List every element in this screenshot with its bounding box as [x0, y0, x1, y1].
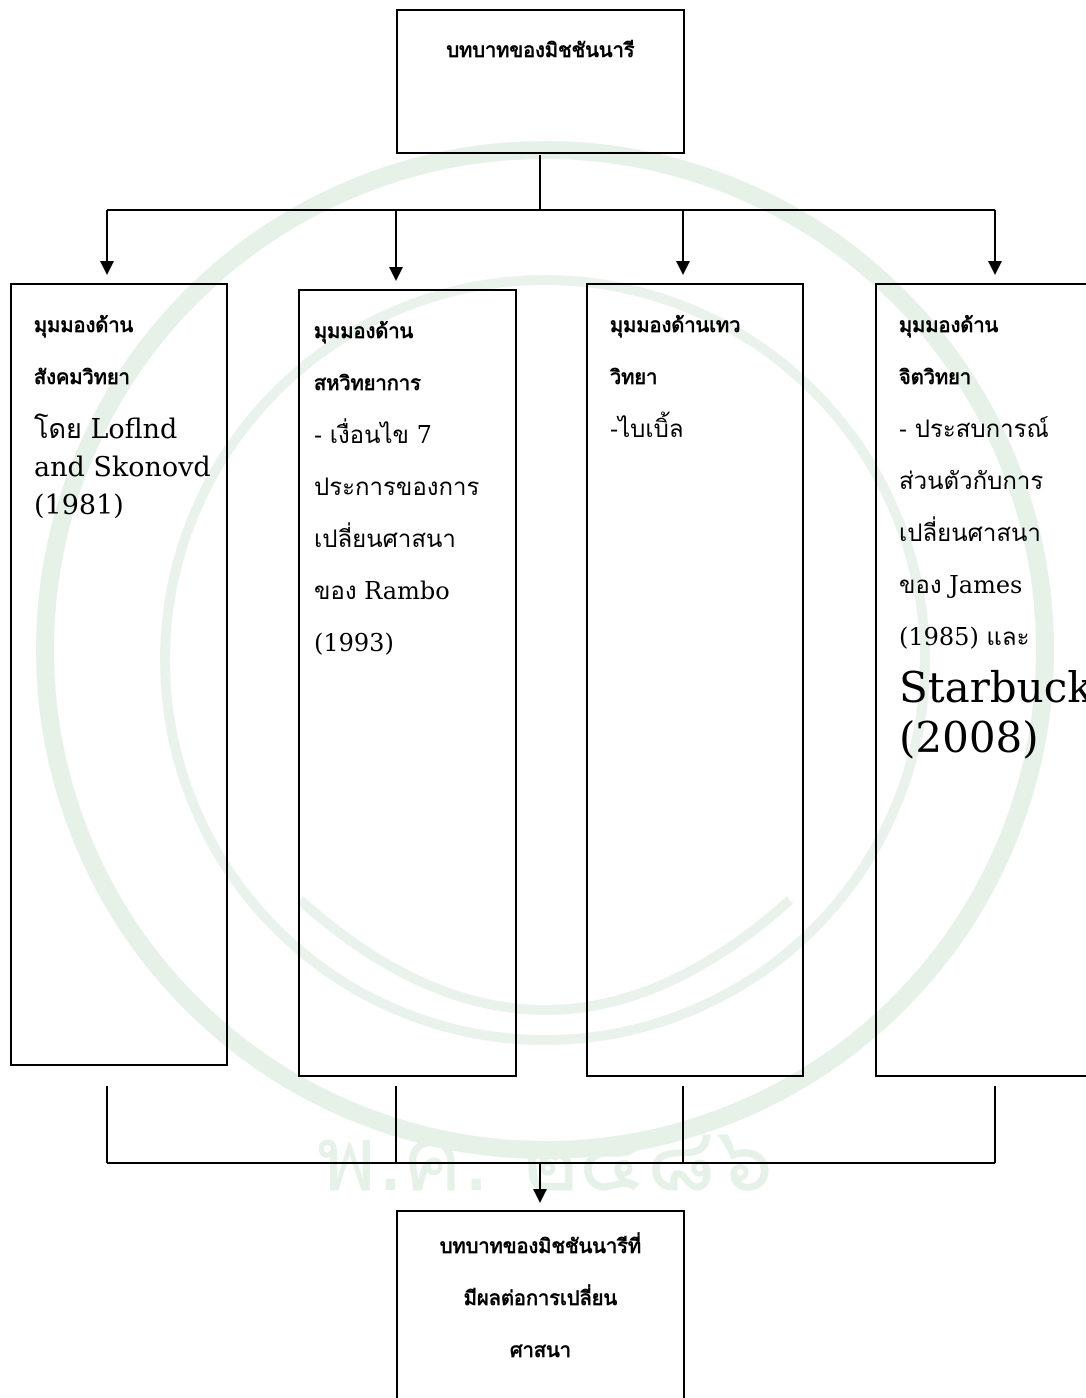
outcome-box: บทบาทของมิชชันนารีที่ มีผลต่อการเปลี่ยน … [396, 1210, 685, 1398]
interdisciplinary-body: - เงื่อนไข 7 ประการของการ เปลี่ยนศาสนา ข… [314, 421, 480, 657]
psychology-body-large: Starbuck (2008) [899, 663, 1086, 762]
outcome-title: บทบาทของมิชชันนารีที่ มีผลต่อการเปลี่ยน … [439, 1234, 642, 1362]
sociology-perspective-box: มุมมองด้าน สังคมวิทยา โดย Loflnd and Sko… [10, 283, 228, 1066]
interdisciplinary-perspective-box: มุมมองด้าน สหวิทยาการ - เงื่อนไข 7 ประกา… [298, 289, 517, 1077]
missionary-role-box: บทบาทของมิชชันนารี [396, 9, 685, 154]
psychology-heading: มุมมองด้าน จิตวิทยา [899, 313, 999, 389]
missionary-role-title: บทบาทของมิชชันนารี [446, 38, 635, 62]
psychology-perspective-box: มุมมองด้าน จิตวิทยา - ประสบการณ์ ส่วนตัว… [875, 283, 1086, 1077]
theology-body: -ไบเบิ้ล [610, 415, 684, 443]
psychology-body: - ประสบการณ์ ส่วนตัวกับการ เปลี่ยนศาสนา … [899, 415, 1049, 651]
theology-perspective-box: มุมมองด้านเทว วิทยา -ไบเบิ้ล [586, 283, 804, 1077]
interdisciplinary-heading: มุมมองด้าน สหวิทยาการ [314, 319, 421, 395]
theology-heading: มุมมองด้านเทว วิทยา [610, 313, 741, 389]
sociology-body: โดย Loflnd and Skonovd (1981) [34, 414, 211, 521]
sociology-heading: มุมมองด้าน สังคมวิทยา [34, 313, 134, 389]
